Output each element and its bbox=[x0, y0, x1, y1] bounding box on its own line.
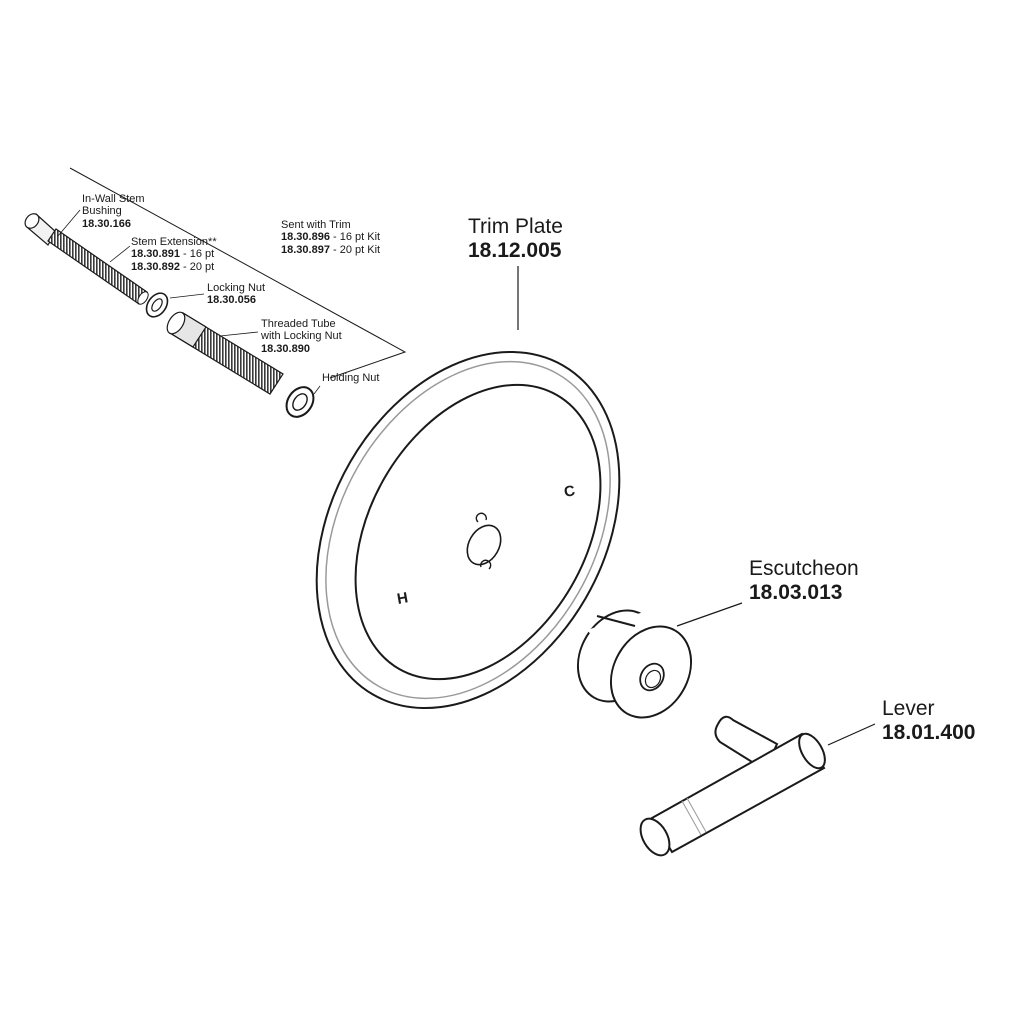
locking-nut-label: Locking Nut 18.30.056 bbox=[207, 282, 266, 307]
kit-bracket bbox=[69, 167, 407, 379]
trim-plate-label: Trim Plate 18.12.005 bbox=[468, 215, 563, 262]
cold-mark: C bbox=[563, 482, 577, 501]
bushing-label: In-Wall Stem Bushing 18.30.166 bbox=[82, 193, 145, 230]
locking-nut-part bbox=[145, 292, 169, 318]
holding-nut-leader bbox=[313, 385, 321, 395]
threaded-tube-leader bbox=[219, 331, 259, 337]
hot-mark: H bbox=[396, 589, 410, 608]
escutcheon-leader bbox=[676, 602, 743, 627]
holding-nut-part bbox=[285, 386, 315, 418]
lever-part bbox=[639, 715, 826, 857]
sent-with-trim-label: Sent with Trim 18.30.896 - 16 pt Kit 18.… bbox=[281, 219, 381, 256]
stem-extension-part bbox=[47, 228, 149, 305]
stem-extension-label: Stem Extension** 18.30.891 - 16 pt 18.30… bbox=[131, 236, 217, 273]
bushing-leader bbox=[57, 209, 81, 237]
threaded-tube-label: Threaded Tube with Locking Nut 18.30.890 bbox=[261, 318, 342, 355]
escutcheon-part bbox=[576, 609, 693, 719]
trim-plate-part bbox=[315, 350, 621, 710]
stem-bushing-part bbox=[24, 213, 57, 246]
locking-nut-leader bbox=[169, 293, 205, 299]
holding-nut-label: Holding Nut bbox=[322, 372, 380, 384]
lever-leader bbox=[827, 723, 876, 746]
threaded-tube-part bbox=[166, 311, 284, 395]
stem-extension-leader bbox=[109, 245, 131, 263]
lever-label: Lever 18.01.400 bbox=[882, 697, 976, 744]
escutcheon-label: Escutcheon 18.03.013 bbox=[749, 557, 859, 604]
